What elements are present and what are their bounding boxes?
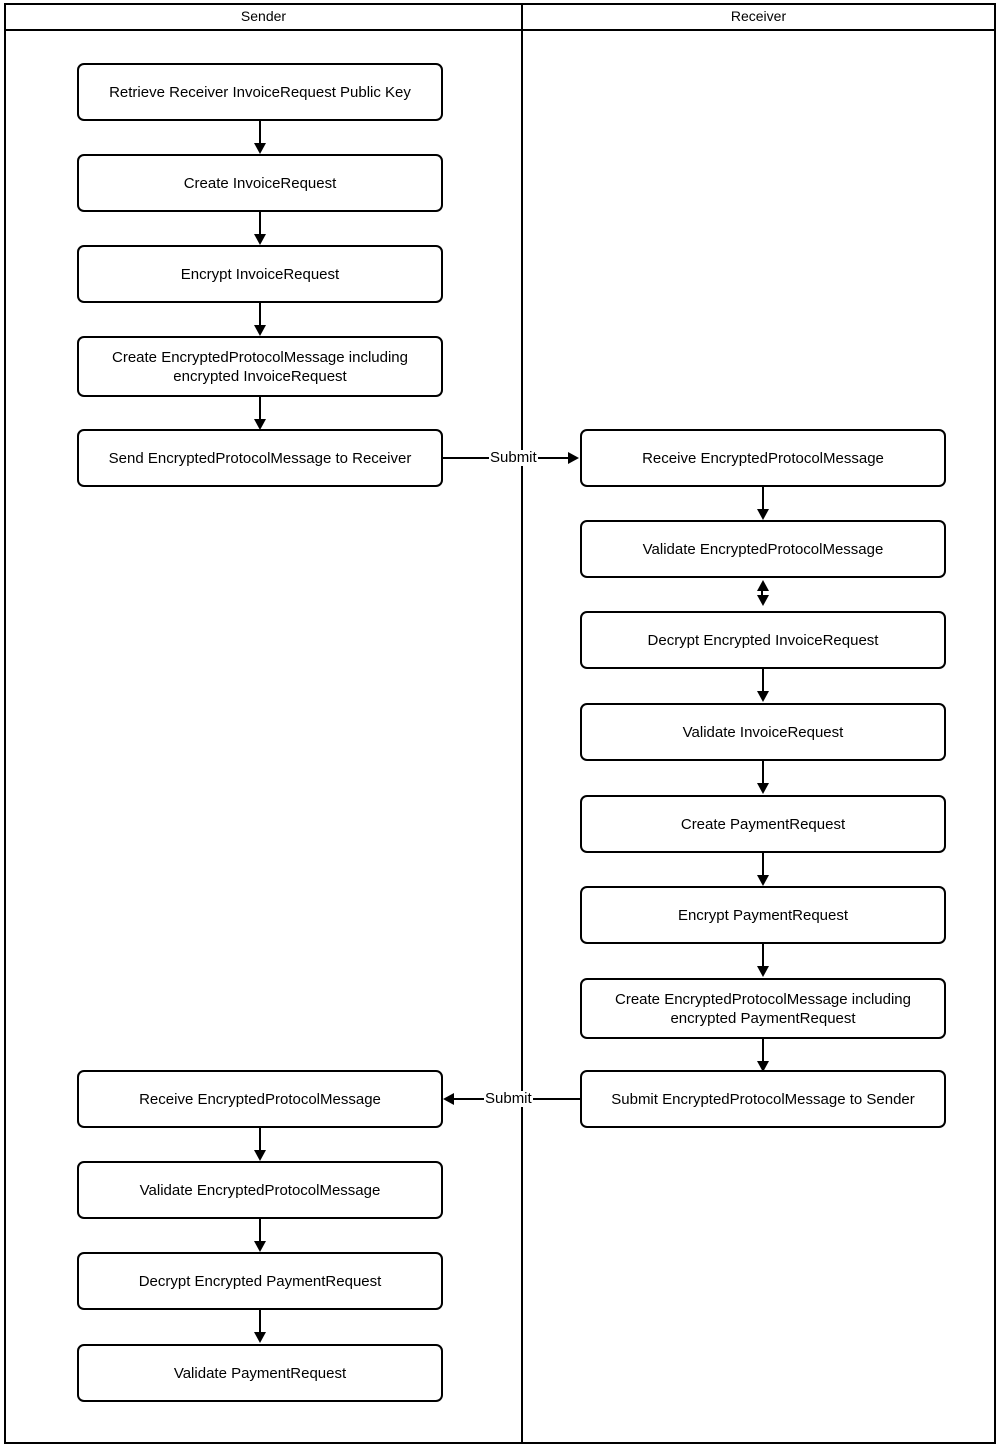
- node-encrypt-invoicerequest[interactable]: Encrypt InvoiceRequest: [77, 245, 443, 303]
- connector-r5-r6-line: [762, 853, 764, 876]
- connector-s2-s3-line: [259, 212, 261, 235]
- node-label: Encrypt InvoiceRequest: [180, 265, 340, 283]
- connector-submit-to-receiver-arrowhead: [568, 452, 579, 464]
- node-label: Decrypt Encrypted PaymentRequest: [138, 1272, 382, 1290]
- node-label: Submit EncryptedProtocolMessage to Sende…: [611, 1090, 915, 1108]
- lane-header-divider: [4, 29, 996, 31]
- node-label: Retrieve Receiver InvoiceRequest Public …: [109, 83, 411, 101]
- node-retrieve-receiver-public-key[interactable]: Retrieve Receiver InvoiceRequest Public …: [77, 63, 443, 121]
- connector-r7-r8-arrowhead: [757, 1061, 769, 1072]
- node-label: Validate EncryptedProtocolMessage: [139, 1181, 381, 1199]
- connector-s2-s3-arrowhead: [254, 234, 266, 245]
- node-receive-epm-receiver[interactable]: Receive EncryptedProtocolMessage: [580, 429, 946, 487]
- node-create-epm-paymentrequest[interactable]: Create EncryptedProtocolMessage includin…: [580, 978, 946, 1039]
- node-encrypt-paymentrequest[interactable]: Encrypt PaymentRequest: [580, 886, 946, 944]
- lane-vertical-divider: [521, 3, 523, 1444]
- connector-r1-r2-line: [762, 487, 764, 510]
- connector-s3-s4-line: [259, 303, 261, 326]
- node-decrypt-encrypted-invoicerequest[interactable]: Decrypt Encrypted InvoiceRequest: [580, 611, 946, 669]
- node-label: Create InvoiceRequest: [183, 174, 337, 192]
- lane-title-sender: Sender: [240, 8, 287, 24]
- node-label: Create EncryptedProtocolMessage includin…: [112, 348, 408, 385]
- node-label: Validate EncryptedProtocolMessage: [642, 540, 884, 558]
- node-label: Send EncryptedProtocolMessage to Receive…: [108, 449, 412, 467]
- connector-s4-s5-arrowhead: [254, 419, 266, 430]
- connector-r1-r2-arrowhead: [757, 509, 769, 520]
- connector-r2-r3-arrowhead-up: [757, 580, 769, 591]
- connector-s6-s7-line: [259, 1128, 261, 1151]
- connector-submit-to-sender-arrowhead: [443, 1093, 454, 1105]
- node-send-epm-to-receiver[interactable]: Send EncryptedProtocolMessage to Receive…: [77, 429, 443, 487]
- connector-s1-s2-line: [259, 121, 261, 144]
- connector-r4-r5-arrowhead: [757, 783, 769, 794]
- node-label: Create EncryptedProtocolMessage includin…: [615, 990, 911, 1027]
- node-label: Decrypt Encrypted InvoiceRequest: [647, 631, 879, 649]
- connector-s4-s5-line: [259, 397, 261, 420]
- node-validate-epm-receiver[interactable]: Validate EncryptedProtocolMessage: [580, 520, 946, 578]
- node-receive-epm-sender[interactable]: Receive EncryptedProtocolMessage: [77, 1070, 443, 1128]
- node-validate-invoicerequest[interactable]: Validate InvoiceRequest: [580, 703, 946, 761]
- connector-r3-r4-line: [762, 669, 764, 692]
- connector-s1-s2-arrowhead: [254, 143, 266, 154]
- node-create-paymentrequest[interactable]: Create PaymentRequest: [580, 795, 946, 853]
- node-create-invoicerequest[interactable]: Create InvoiceRequest: [77, 154, 443, 212]
- connector-s7-s8-arrowhead: [254, 1241, 266, 1252]
- edge-label-submit-to-receiver: Submit: [489, 449, 538, 466]
- connector-s7-s8-line: [259, 1219, 261, 1242]
- connector-s6-s7-arrowhead: [254, 1150, 266, 1161]
- node-label: Receive EncryptedProtocolMessage: [139, 1090, 381, 1108]
- node-label: Encrypt PaymentRequest: [677, 906, 849, 924]
- node-validate-paymentrequest[interactable]: Validate PaymentRequest: [77, 1344, 443, 1402]
- connector-r3-r4-arrowhead: [757, 691, 769, 702]
- connector-r7-r8-line: [762, 1039, 764, 1062]
- connector-r6-r7-arrowhead: [757, 966, 769, 977]
- node-label: Create PaymentRequest: [680, 815, 846, 833]
- connector-s8-s9-line: [259, 1310, 261, 1333]
- connector-r5-r6-arrowhead: [757, 875, 769, 886]
- edge-label-submit-to-sender: Submit: [484, 1090, 533, 1107]
- node-validate-epm-sender[interactable]: Validate EncryptedProtocolMessage: [77, 1161, 443, 1219]
- connector-r6-r7-line: [762, 944, 764, 967]
- node-submit-epm-to-sender[interactable]: Submit EncryptedProtocolMessage to Sende…: [580, 1070, 946, 1128]
- connector-r2-r3-arrowhead-down: [757, 595, 769, 606]
- connector-r4-r5-line: [762, 761, 764, 784]
- connector-r2-r3-line: [761, 588, 763, 596]
- connector-s8-s9-arrowhead: [254, 1332, 266, 1343]
- lane-title-receiver: Receiver: [730, 8, 787, 24]
- node-label: Receive EncryptedProtocolMessage: [642, 449, 884, 467]
- node-label: Validate PaymentRequest: [173, 1364, 347, 1382]
- node-label: Validate InvoiceRequest: [682, 723, 844, 741]
- node-decrypt-encrypted-paymentrequest[interactable]: Decrypt Encrypted PaymentRequest: [77, 1252, 443, 1310]
- node-create-epm-invoicerequest[interactable]: Create EncryptedProtocolMessage includin…: [77, 336, 443, 397]
- connector-s3-s4-arrowhead: [254, 325, 266, 336]
